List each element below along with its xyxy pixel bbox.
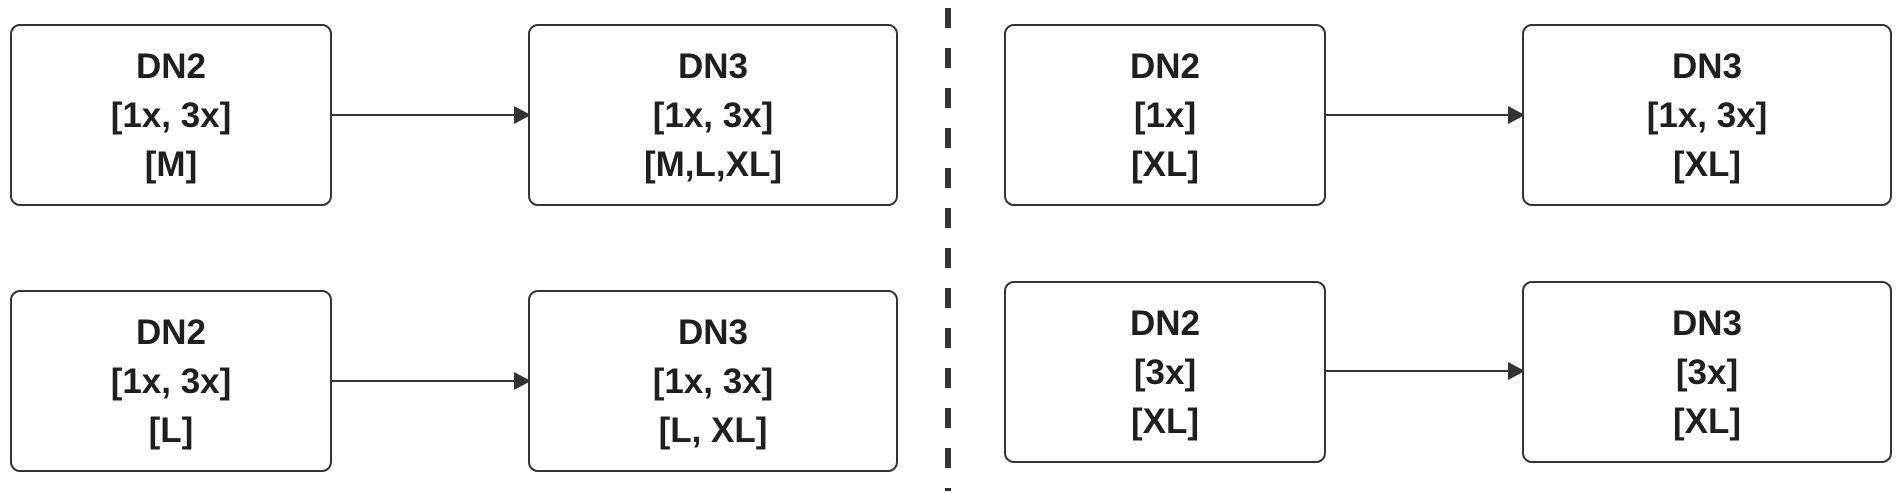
node-dn2-top-right: DN2 [1x] [XL] [1004, 24, 1326, 206]
node-dn3-top-right: DN3 [1x, 3x] [XL] [1522, 24, 1892, 206]
node-size: [M,L,XL] [643, 144, 783, 184]
node-title: DN2 [1129, 46, 1201, 86]
node-title: DN3 [677, 312, 749, 352]
node-multiplier: [1x] [1133, 95, 1197, 135]
arrow-connector [1326, 106, 1525, 124]
node-title: DN3 [677, 46, 749, 86]
arrow-connector [332, 372, 531, 390]
node-dn3-bottom-right: DN3 [3x] [XL] [1522, 281, 1892, 463]
arrow-head-icon [1508, 106, 1525, 124]
node-multiplier: [3x] [1133, 352, 1197, 392]
node-size: [L] [148, 410, 194, 450]
node-multiplier: [1x, 3x] [652, 361, 774, 401]
node-title: DN3 [1671, 303, 1743, 343]
node-title: DN2 [135, 312, 207, 352]
node-size: [M] [144, 144, 198, 184]
node-multiplier: [1x, 3x] [1646, 95, 1768, 135]
arrow-connector [1326, 362, 1525, 380]
arrow-head-icon [514, 372, 531, 390]
node-dn2-bottom-right: DN2 [3x] [XL] [1004, 281, 1326, 463]
node-title: DN3 [1671, 46, 1743, 86]
node-dn3-bottom-left: DN3 [1x, 3x] [L, XL] [528, 290, 898, 472]
node-multiplier: [1x, 3x] [110, 95, 232, 135]
node-size: [XL] [1130, 144, 1200, 184]
node-multiplier: [1x, 3x] [652, 95, 774, 135]
node-title: DN2 [1129, 303, 1201, 343]
node-multiplier: [1x, 3x] [110, 361, 232, 401]
node-size: [L, XL] [658, 410, 768, 450]
arrow-head-icon [1508, 362, 1525, 380]
node-size: [XL] [1672, 144, 1742, 184]
arrow-head-icon [514, 106, 531, 124]
node-dn2-bottom-left: DN2 [1x, 3x] [L] [10, 290, 332, 472]
node-size: [XL] [1672, 401, 1742, 441]
node-title: DN2 [135, 46, 207, 86]
node-multiplier: [3x] [1675, 352, 1739, 392]
arrow-connector [332, 106, 531, 124]
node-size: [XL] [1130, 401, 1200, 441]
node-dn3-top-left: DN3 [1x, 3x] [M,L,XL] [528, 24, 898, 206]
dashed-divider [945, 8, 951, 491]
node-dn2-top-left: DN2 [1x, 3x] [M] [10, 24, 332, 206]
